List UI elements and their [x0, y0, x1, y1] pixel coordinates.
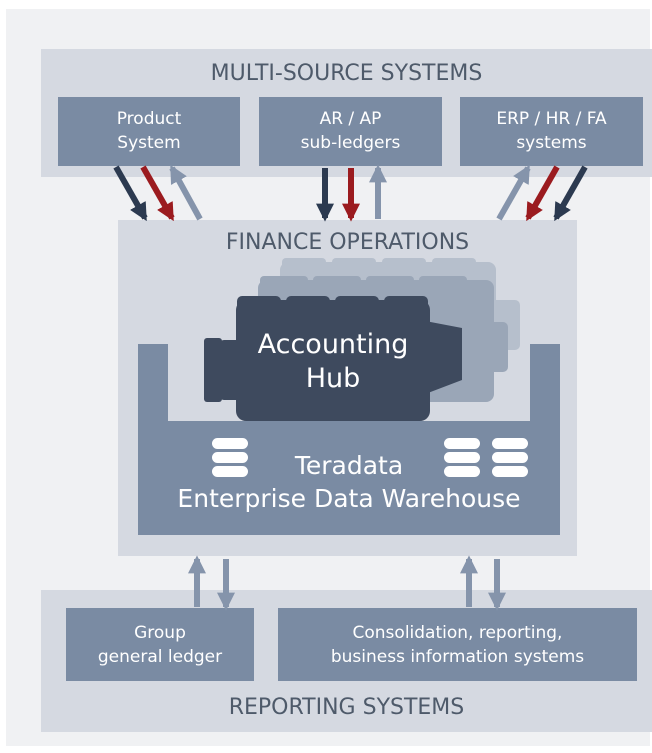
consolidation-box — [278, 608, 637, 681]
arrow-gray-up-right — [496, 164, 531, 221]
group-ledger-box — [66, 608, 254, 681]
consolidation-line1: Consolidation, reporting, — [352, 623, 563, 643]
group-ledger-line1: Group — [134, 623, 186, 643]
product-system-box — [58, 97, 240, 166]
multi-source-title: MULTI-SOURCE SYSTEMS — [210, 61, 483, 86]
product-system-line2: System — [117, 133, 181, 153]
finance-ops-title: FINANCE OPERATIONS — [225, 230, 470, 255]
database-icon — [212, 438, 248, 477]
warehouse-label: Teradata Enterprise Data Warehouse — [138, 449, 560, 515]
consolidation-label: Consolidation, reporting, business infor… — [278, 621, 637, 669]
accounting-hub-line1: Accounting — [257, 329, 409, 360]
ar-ap-box — [259, 97, 442, 166]
consolidation-line2: business information systems — [330, 647, 585, 667]
warehouse-line1: Teradata — [294, 451, 404, 480]
group-ledger-line2: general ledger — [97, 647, 223, 667]
arrow-gray-up-left — [169, 164, 203, 221]
arrow-red-down-right — [525, 165, 560, 222]
ar-ap-line1: AR / AP — [319, 109, 382, 129]
product-system-label: Product System — [58, 107, 240, 155]
warehouse-tub — [138, 344, 560, 535]
accounting-hub-engine — [204, 296, 462, 421]
reporting-title: REPORTING SYSTEMS — [228, 695, 465, 720]
accounting-hub-label: Accounting Hub — [236, 328, 430, 396]
group-ledger-label: Group general ledger — [66, 621, 254, 669]
accounting-hub-line2: Hub — [305, 363, 361, 394]
erp-hr-fa-line2: systems — [516, 133, 587, 153]
ar-ap-line2: sub-ledgers — [300, 133, 401, 153]
warehouse-line2: Enterprise Data Warehouse — [177, 484, 521, 513]
erp-hr-fa-box — [460, 97, 643, 166]
product-system-line1: Product — [116, 109, 182, 129]
arrow-navy-down-right — [553, 165, 588, 222]
arrow-navy-down-left — [113, 165, 148, 222]
ar-ap-label: AR / AP sub-ledgers — [259, 107, 442, 155]
database-icon — [444, 438, 480, 477]
erp-hr-fa-line1: ERP / HR / FA — [496, 109, 607, 129]
arrow-red-down-left — [140, 165, 175, 222]
database-icon — [492, 438, 528, 477]
erp-hr-fa-label: ERP / HR / FA systems — [460, 107, 643, 155]
